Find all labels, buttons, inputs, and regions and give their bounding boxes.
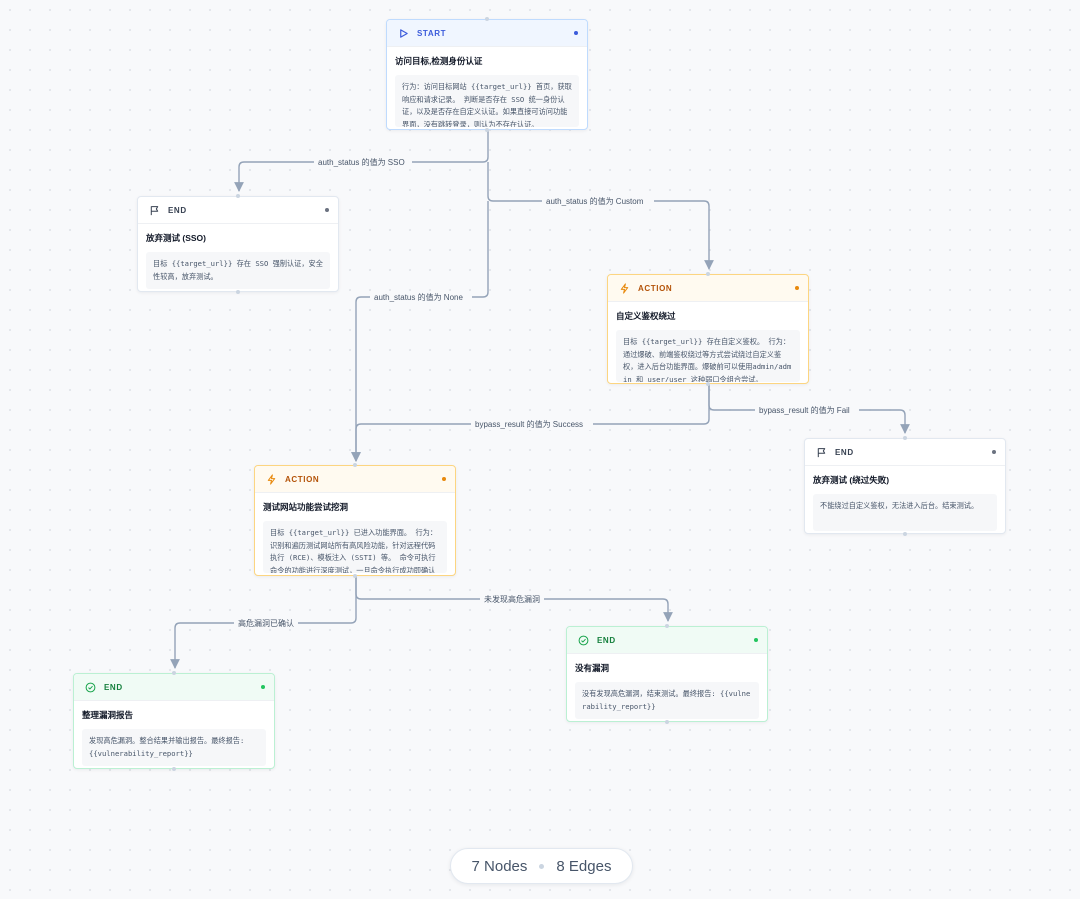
node-header: START [387,20,587,47]
status-dot [795,286,799,290]
node-description: 发现高危漏洞。整合结果并输出报告。最终报告: {{vulnerability_r… [82,729,266,766]
node-handle[interactable] [236,290,240,294]
node-handle[interactable] [706,382,710,386]
node-title: 测试网站功能尝试挖洞 [263,502,349,512]
node-header: END [138,197,338,224]
status-dot [754,638,758,642]
node-handle[interactable] [172,767,176,771]
node-handle[interactable] [353,574,357,578]
node-header: ACTION [255,466,455,493]
lightning-icon [617,281,631,295]
separator-dot [539,863,545,869]
node-title: 放弃测试 (SSO) [146,233,206,243]
node-description: 不能绕过自定义鉴权，无法进入后台。结束测试。 [813,494,997,531]
edge-label-not-found: 未发现高危漏洞 [484,594,540,604]
flag-icon [814,445,828,459]
node-title: 没有漏洞 [575,663,610,673]
edge-label-success: bypass_result 的值为 Success [475,419,583,429]
node-handle[interactable] [706,272,710,276]
edge-count: 8 Edges [556,857,612,875]
edge-start-to-action-bypass [487,162,714,270]
node-handle[interactable] [485,17,489,21]
edge-label-sso: auth_status 的值为 SSO [318,157,405,167]
status-dot [261,685,265,689]
check-circle-icon [576,633,590,647]
node-end-sso[interactable]: END 放弃测试 (SSO) 目标 {{target_url}} 存在 SSO … [137,194,339,294]
node-handle[interactable] [353,463,357,467]
node-handle[interactable] [485,128,489,132]
node-header: ACTION [608,275,808,302]
flag-icon [147,203,161,217]
node-end-no-vuln[interactable]: END 没有漏洞 没有发现高危漏洞，结束测试。最终报告: {{vulnerabi… [566,624,768,724]
node-action-bypass[interactable]: ACTION 自定义鉴权绕过 目标 {{target_url}} 存在自定义鉴权… [607,272,809,386]
node-description: 目标 {{target_url}} 存在自定义鉴权。 行为：通过爆破、前端鉴权绕… [616,330,800,382]
play-icon [396,26,410,40]
node-count: 7 Nodes [471,857,528,875]
node-title: 访问目标,检测身份认证 [395,56,483,66]
node-type-label: ACTION [638,283,673,293]
graph-stats-pill: 7 Nodes 8 Edges [450,848,633,884]
node-description: 目标 {{target_url}} 存在 SSO 强制认证，安全性较高，放弃测试… [146,252,330,289]
node-type-label: END [104,682,123,692]
node-description: 行为：访问目标网站 {{target_url}} 首页，获取响应和请求记录。 判… [395,75,579,127]
node-title: 自定义鉴权绕过 [616,311,676,321]
node-handle[interactable] [665,720,669,724]
node-type-label: START [417,28,447,38]
node-handle[interactable] [172,671,176,675]
check-circle-icon [83,680,97,694]
node-handle[interactable] [665,624,669,628]
node-description: 没有发现高危漏洞，结束测试。最终报告: {{vulnerability_repo… [575,682,759,719]
node-title: 整理漏洞报告 [82,710,134,720]
edge-start-to-action-test [351,201,489,462]
status-dot [325,208,329,212]
status-dot [992,450,996,454]
node-description: 目标 {{target_url}} 已进入功能界面。 行为：识别和遍历测试网站所… [263,521,447,573]
node-header: END [74,674,274,701]
node-type-label: END [597,635,616,645]
node-handle[interactable] [903,532,907,536]
node-header: END [567,627,767,654]
lightning-icon [264,472,278,486]
node-title: 放弃测试 (绕过失败) [813,475,890,485]
node-end-fail[interactable]: END 放弃测试 (绕过失败) 不能绕过自定义鉴权，无法进入后台。结束测试。 [804,436,1006,536]
node-start[interactable]: START 访问目标,检测身份认证 行为：访问目标网站 {{target_url… [386,17,588,132]
edge-label-fail: bypass_result 的值为 Fail [759,405,850,415]
node-type-label: END [168,205,187,215]
edge-label-none: auth_status 的值为 None [374,292,463,302]
node-header: END [805,439,1005,466]
node-end-report[interactable]: END 整理漏洞报告 发现高危漏洞。整合结果并输出报告。最终报告: {{vuln… [73,671,275,771]
edge-label-custom: auth_status 的值为 Custom [546,196,644,206]
status-dot [574,31,578,35]
node-handle[interactable] [903,436,907,440]
node-handle[interactable] [236,194,240,198]
node-type-label: ACTION [285,474,320,484]
node-type-label: END [835,447,854,457]
edge-label-confirmed: 高危漏洞已确认 [238,618,294,628]
status-dot [442,477,446,481]
node-action-test[interactable]: ACTION 测试网站功能尝试挖洞 目标 {{target_url}} 已进入功… [254,463,456,578]
